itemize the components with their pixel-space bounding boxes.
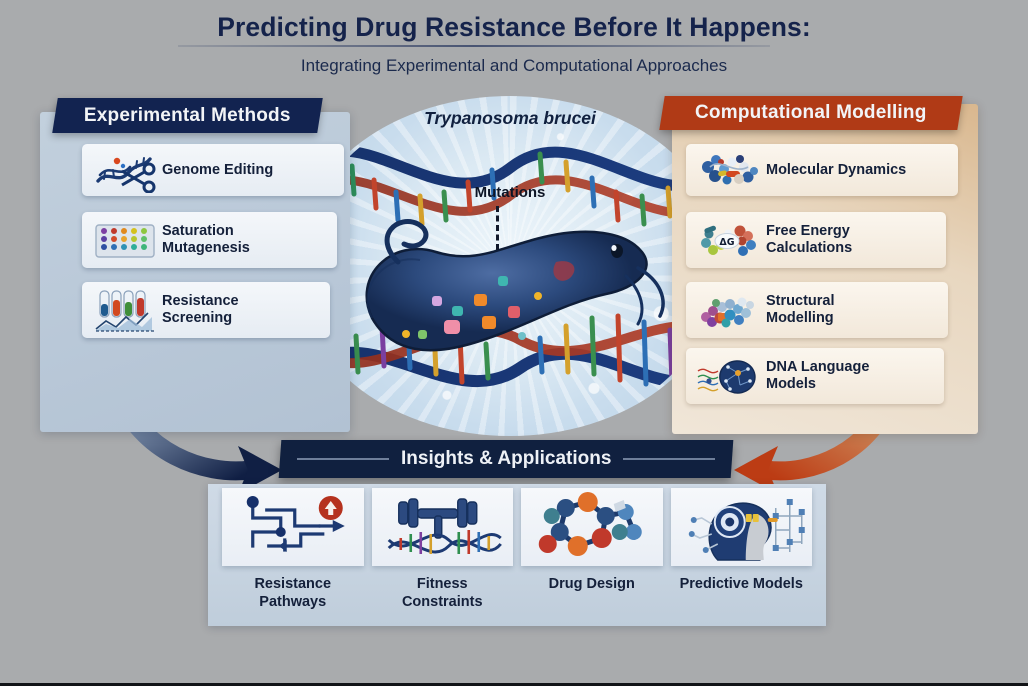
insight-card-label: Fitness Constraints bbox=[401, 576, 483, 611]
experimental-methods-banner: Experimental Methods bbox=[52, 98, 323, 133]
insight-card-label: Drug Design bbox=[548, 576, 635, 592]
ai-head-circuit-icon bbox=[670, 488, 812, 566]
microplate-icon bbox=[92, 217, 158, 263]
protein-molecule-icon bbox=[696, 147, 762, 193]
insight-card-predictive-models[interactable]: Predictive Models bbox=[670, 488, 812, 611]
mutations-label: Mutations bbox=[474, 184, 546, 201]
insight-card-drug-design[interactable]: Drug Design bbox=[521, 488, 663, 611]
page-title: Predicting Drug Resistance Before It Hap… bbox=[217, 12, 811, 42]
computational-modelling-banner-label: Computational Modelling bbox=[695, 102, 927, 123]
computational-item-label: Structural Modelling bbox=[766, 293, 835, 326]
computational-item-label: Free Energy Calculations bbox=[766, 223, 853, 256]
central-illustration bbox=[300, 96, 720, 436]
insights-rule-right bbox=[623, 458, 716, 460]
brain-dna-icon bbox=[696, 353, 762, 399]
dna-scissors-icon bbox=[92, 147, 158, 194]
dumbbell-dna-icon bbox=[371, 488, 513, 566]
computational-modelling-banner: Computational Modelling bbox=[659, 96, 963, 130]
insight-card-label: Resistance Pathways bbox=[254, 576, 332, 611]
computational-item-label: Molecular Dynamics bbox=[766, 161, 907, 178]
insight-card-fitness-constraints[interactable]: Fitness Constraints bbox=[371, 488, 513, 611]
insights-rule-left bbox=[296, 458, 389, 460]
pathway-network-icon bbox=[222, 488, 364, 566]
mutations-pointer-line bbox=[496, 206, 499, 250]
species-label: Trypanosoma brucei bbox=[424, 108, 596, 128]
insights-banner: Insights & Applications bbox=[278, 440, 734, 478]
bubble-texture bbox=[300, 96, 720, 436]
delta-g-badge-text: ΔG bbox=[719, 237, 734, 248]
experimental-item-label: Saturation Mutagenesis bbox=[162, 223, 250, 256]
computational-item-label: DNA Language Models bbox=[766, 359, 870, 392]
computational-item-structural-modelling[interactable]: Structural Modelling bbox=[686, 282, 948, 338]
molecule-ring-icon bbox=[521, 488, 663, 566]
title-divider bbox=[178, 45, 770, 47]
experimental-item-label: Genome Editing bbox=[162, 161, 274, 178]
page-subtitle: Integrating Experimental and Computation… bbox=[300, 56, 728, 75]
computational-item-free-energy[interactable]: ΔG Free Energy Calculations bbox=[686, 212, 946, 268]
computational-item-molecular-dynamics[interactable]: Molecular Dynamics bbox=[686, 144, 958, 196]
experimental-item-label: Resistance Screening bbox=[162, 293, 239, 326]
insight-card-label: Predictive Models bbox=[679, 576, 803, 592]
protein-structure-icon bbox=[696, 287, 762, 333]
insights-banner-label: Insights & Applications bbox=[400, 448, 612, 469]
insight-card-resistance-pathways[interactable]: Resistance Pathways bbox=[222, 488, 364, 611]
test-tubes-chart-icon bbox=[92, 287, 158, 333]
insights-cards: Resistance Pathways bbox=[208, 488, 826, 611]
experimental-item-resistance-screening[interactable]: Resistance Screening bbox=[82, 282, 330, 338]
experimental-methods-banner-label: Experimental Methods bbox=[84, 104, 291, 126]
experimental-item-genome-editing[interactable]: Genome Editing bbox=[82, 144, 344, 196]
delta-g-molecule-icon: ΔG bbox=[696, 217, 762, 263]
computational-item-dna-language-models[interactable]: DNA Language Models bbox=[686, 348, 944, 404]
experimental-item-saturation-mutagenesis[interactable]: Saturation Mutagenesis bbox=[82, 212, 337, 268]
